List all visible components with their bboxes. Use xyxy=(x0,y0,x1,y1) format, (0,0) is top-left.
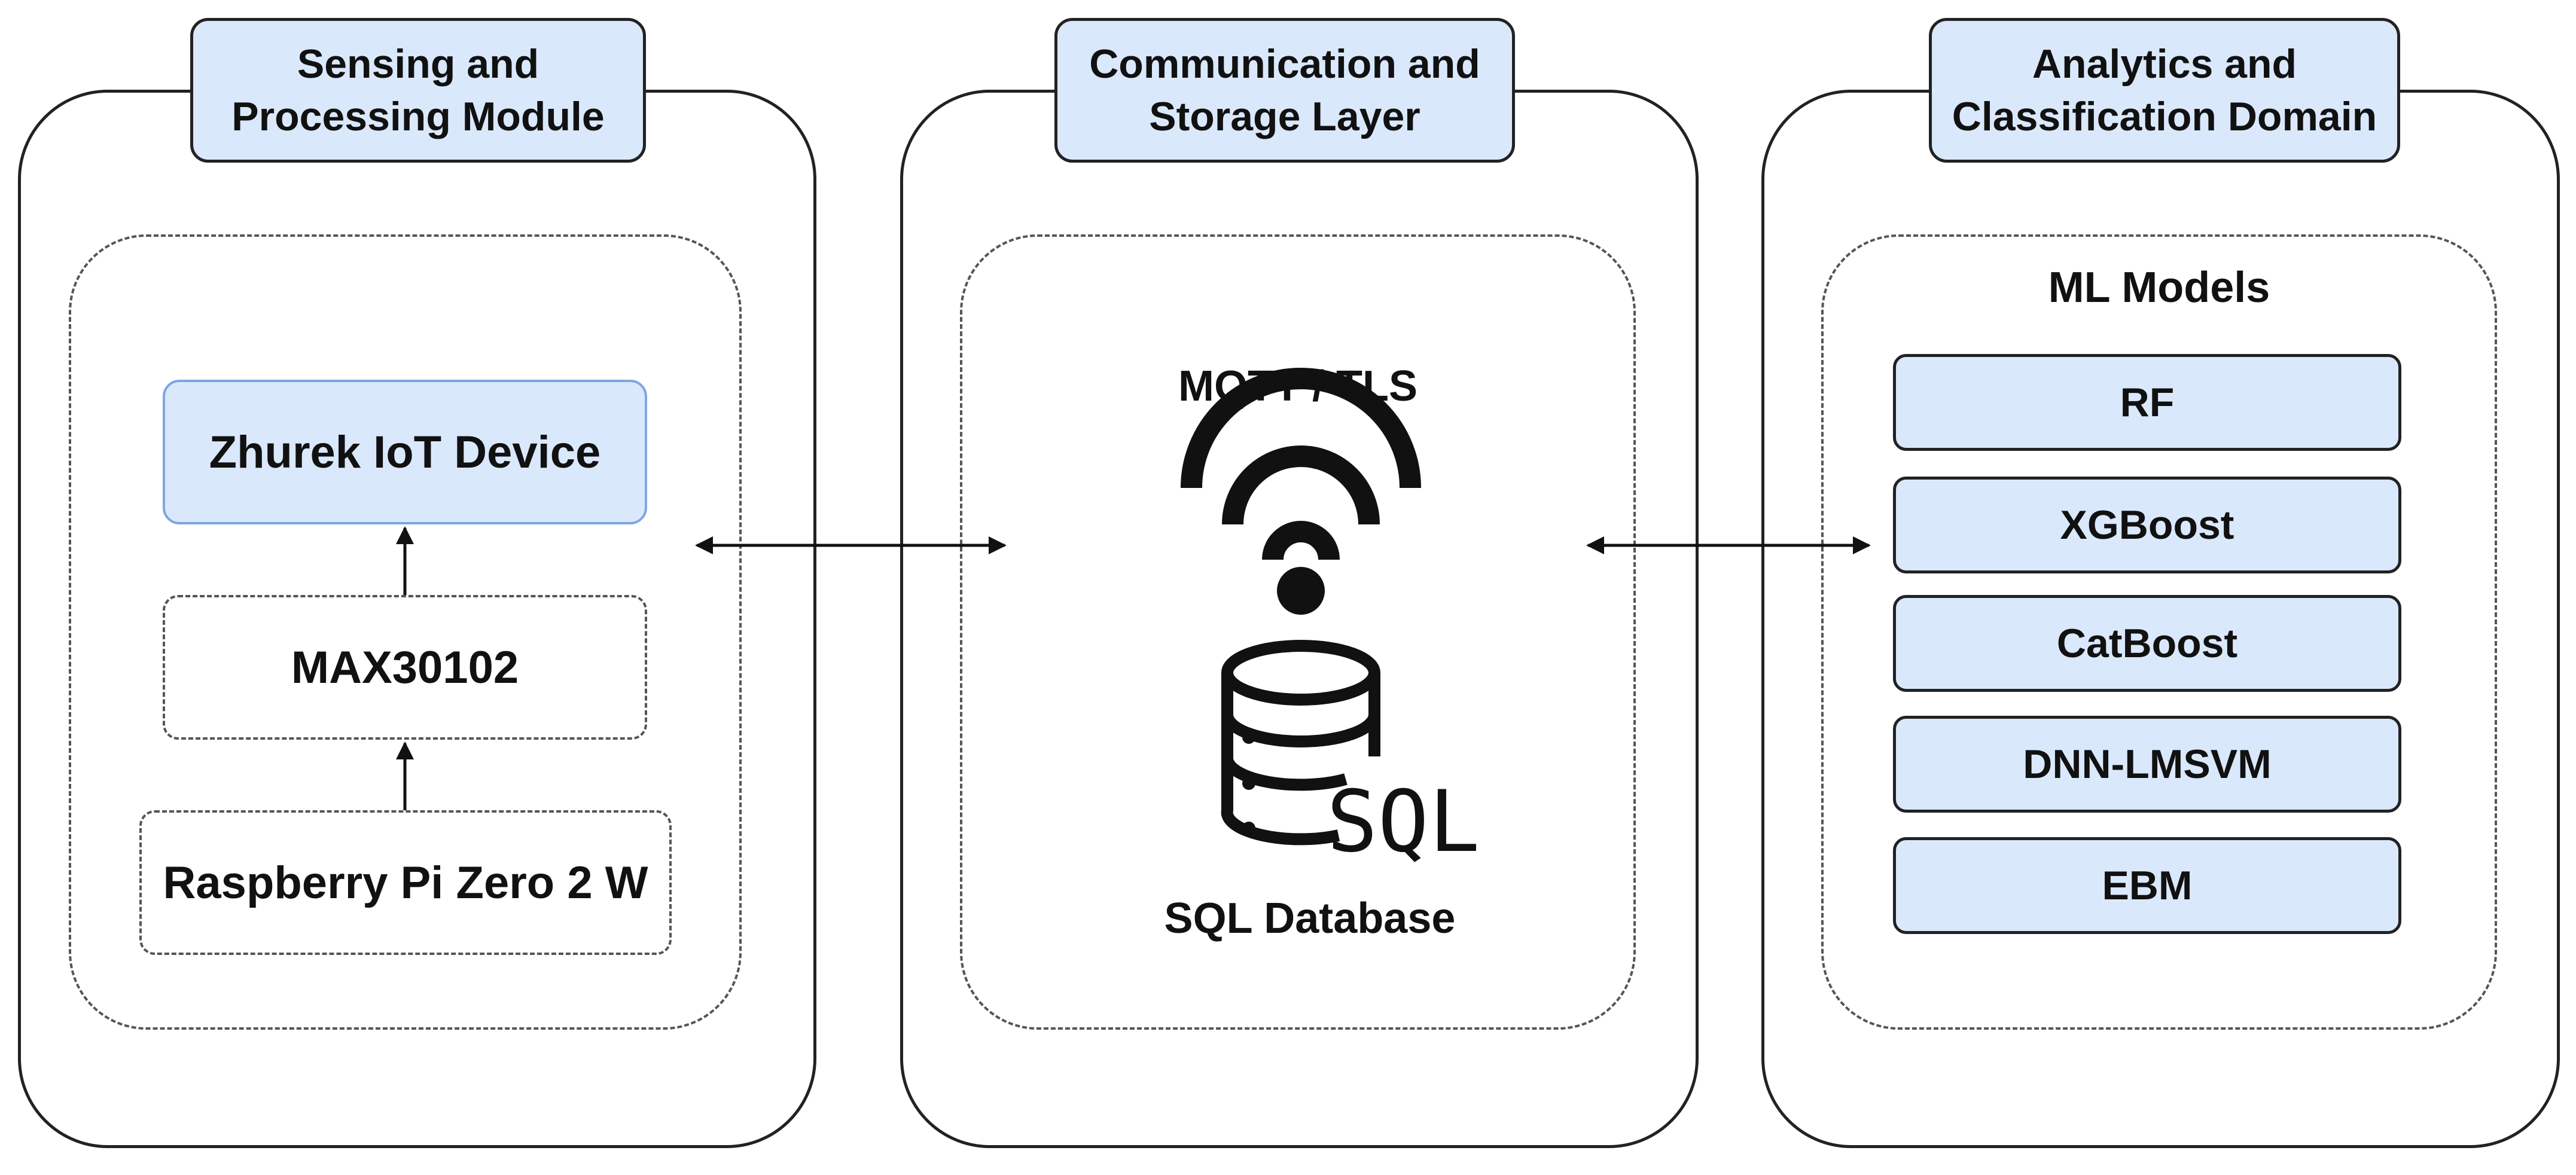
model-dnn-lmsvm: DNN-LMSVM xyxy=(1893,716,2401,813)
communication-inner-container xyxy=(960,234,1636,1030)
sensing-module-title: Sensing and Processing Module xyxy=(190,18,646,163)
model-catboost: CatBoost xyxy=(1893,595,2401,692)
model-ebm: EBM xyxy=(1893,837,2401,934)
database-label: SQL Database xyxy=(1164,895,1456,942)
analytics-domain-title: Analytics and Classification Domain xyxy=(1929,18,2400,163)
model-rf: RF xyxy=(1893,354,2401,451)
communication-layer-title: Communication and Storage Layer xyxy=(1054,18,1515,163)
iot-device-box: Zhurek IoT Device xyxy=(163,380,647,524)
sql-icon-text: SQL xyxy=(1327,773,1480,871)
ml-models-heading: ML Models xyxy=(2048,264,2270,312)
model-xgboost: XGBoost xyxy=(1893,477,2401,573)
raspberry-pi-box: Raspberry Pi Zero 2 W xyxy=(139,810,672,955)
sensor-max30102-box: MAX30102 xyxy=(163,595,647,740)
